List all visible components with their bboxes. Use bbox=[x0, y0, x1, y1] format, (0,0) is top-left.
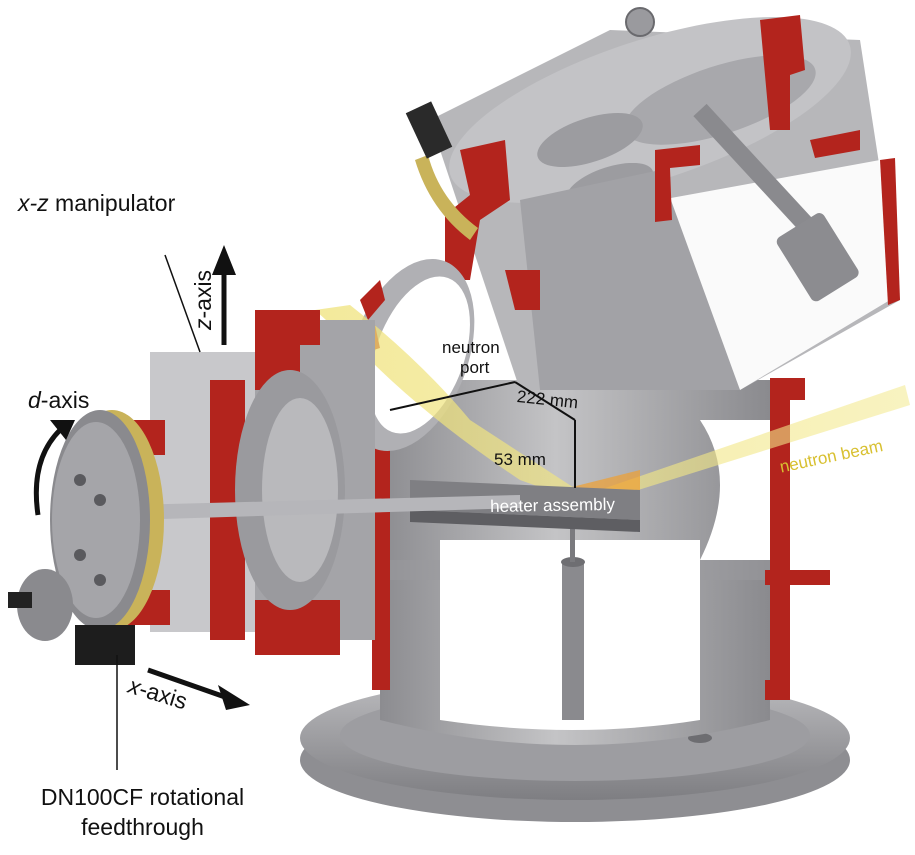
label-xz-manipulator: x-z manipulator bbox=[18, 190, 176, 216]
dimension-lines bbox=[389, 381, 576, 488]
label-d-axis: d-axis bbox=[28, 387, 90, 413]
x-axis-arrow bbox=[147, 667, 250, 710]
label-z-axis: z-axis bbox=[190, 269, 216, 330]
main-chamber bbox=[372, 370, 830, 745]
label-heater-assembly: heater assembly bbox=[490, 494, 616, 516]
leader-manipulator bbox=[164, 254, 201, 353]
label-neutron-port-line1: neutron bbox=[442, 338, 500, 357]
label-feedthrough-line1: DN100CF rotational bbox=[40, 784, 245, 810]
line-222mm-a bbox=[389, 381, 516, 411]
label-53mm: 53 mm bbox=[494, 450, 546, 469]
z-axis-arrow bbox=[212, 245, 236, 345]
manipulator-assembly bbox=[8, 310, 520, 665]
d-axis-arrow bbox=[33, 420, 75, 516]
line-222mm-b bbox=[514, 381, 576, 421]
label-neutron-port-line2: port bbox=[460, 358, 490, 377]
upper-chamber bbox=[405, 7, 900, 390]
heater-assembly bbox=[410, 480, 640, 532]
label-feedthrough-line2: feedthrough bbox=[81, 814, 204, 840]
